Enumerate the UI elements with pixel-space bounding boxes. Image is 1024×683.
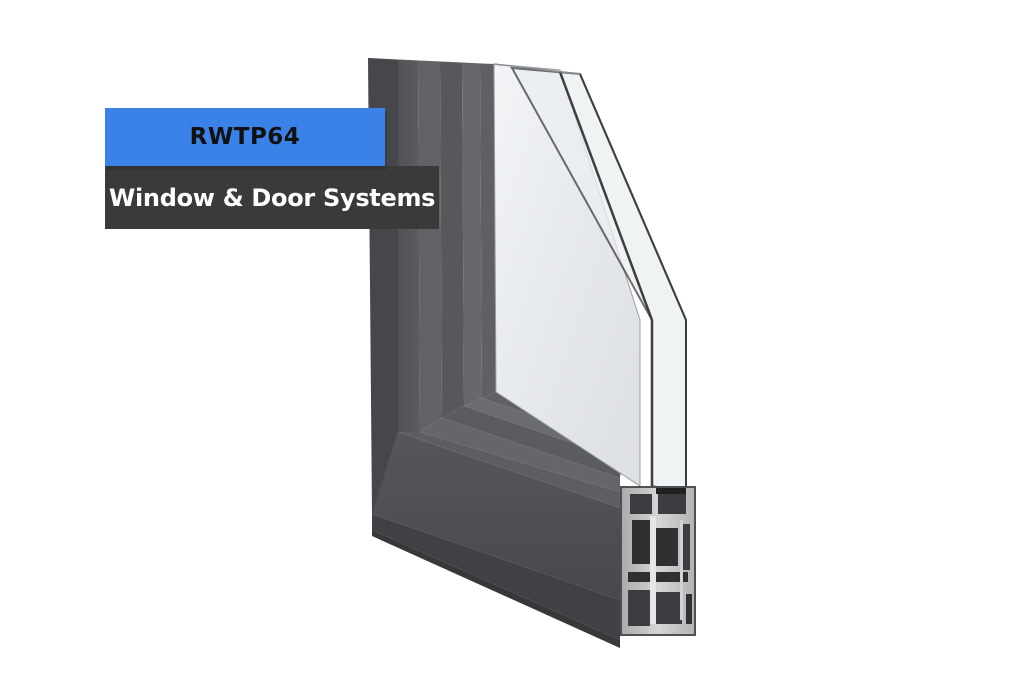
subtitle-badge: Window & Door Systems xyxy=(105,166,439,229)
frame-body xyxy=(368,58,624,648)
subtitle-text: Window & Door Systems xyxy=(108,183,436,212)
product-code-badge: RWTP64 xyxy=(105,108,385,166)
product-code: RWTP64 xyxy=(189,124,301,150)
profile-cross-section xyxy=(620,486,696,636)
